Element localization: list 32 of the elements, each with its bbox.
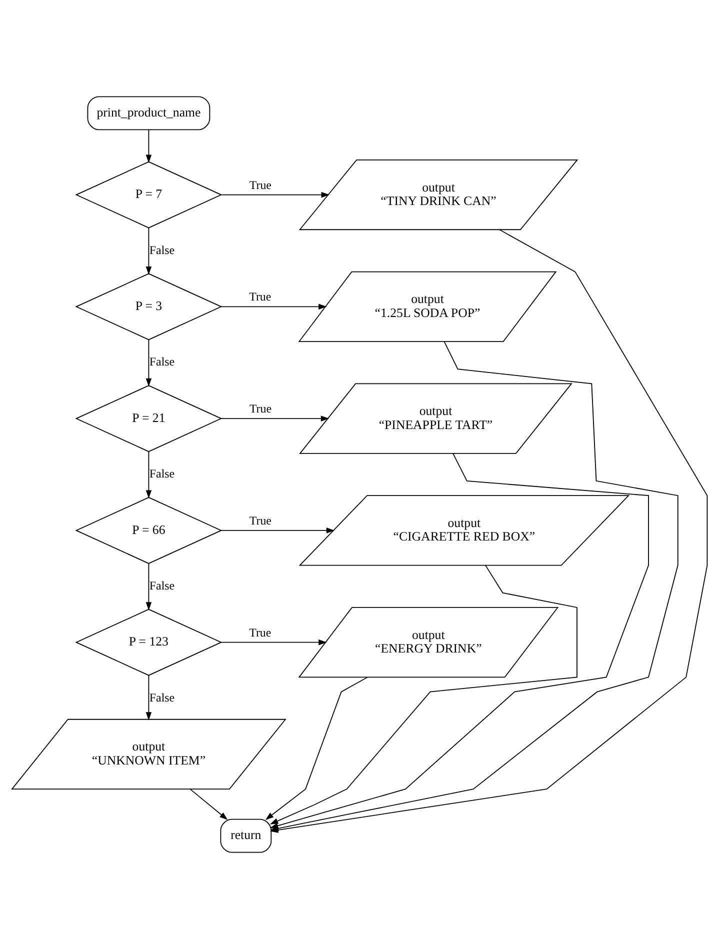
- node-diamond: P = 123: [75, 608, 222, 676]
- edge-label: True: [249, 178, 272, 192]
- arrow: [146, 227, 152, 275]
- arrow: [221, 416, 330, 422]
- arrow: [146, 339, 152, 387]
- edge-label: True: [249, 625, 272, 640]
- edge-label: True: [249, 290, 272, 304]
- node-diamond: P = 3: [75, 273, 222, 340]
- arrow: [270, 564, 578, 824]
- arrow: [146, 129, 152, 164]
- edge-label: True: [249, 402, 272, 416]
- node-box: return: [220, 818, 272, 853]
- node-diamond: P = 21: [75, 385, 222, 452]
- arrow: [146, 451, 152, 499]
- arrow: [220, 304, 327, 310]
- edge-label: False: [149, 690, 175, 704]
- edge-label: False: [149, 466, 175, 481]
- node-box: print_product_name: [87, 96, 210, 130]
- edge-label: False: [149, 354, 175, 369]
- node-diamond: P = 66: [75, 496, 222, 564]
- edge-label: False: [149, 578, 175, 592]
- arrow: [146, 563, 152, 610]
- arrow: [221, 639, 327, 646]
- arrow: [146, 674, 152, 720]
- arrow: [221, 192, 330, 198]
- arrow: [265, 676, 368, 820]
- arrow: [221, 528, 335, 534]
- edge-label: False: [149, 242, 175, 257]
- arrow: [190, 788, 228, 820]
- edge-label: True: [249, 513, 272, 528]
- node-diamond: P = 7: [75, 161, 222, 228]
- arrow: [270, 452, 649, 829]
